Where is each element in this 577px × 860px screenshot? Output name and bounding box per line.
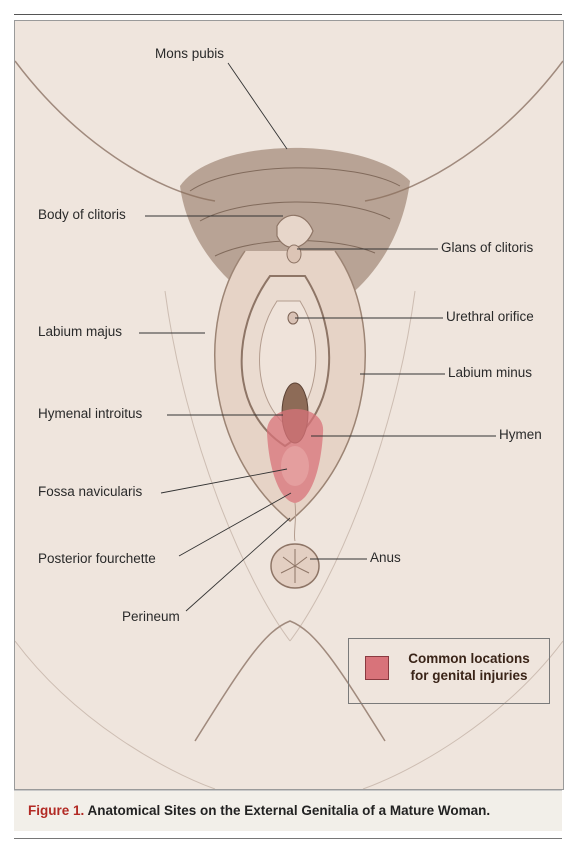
label-glans-of-clitoris: Glans of clitoris bbox=[441, 240, 534, 255]
legend-swatch bbox=[365, 656, 389, 680]
label-hymenal-introitus: Hymenal introitus bbox=[38, 406, 143, 421]
label-fossa-navicularis: Fossa navicularis bbox=[38, 484, 143, 499]
legend: Common locations for genital injuries bbox=[348, 638, 550, 704]
perineal-raphe bbox=[293, 502, 297, 542]
figure-title: Anatomical Sites on the External Genital… bbox=[84, 803, 491, 818]
top-rule bbox=[14, 14, 562, 15]
label-hymen: Hymen bbox=[499, 427, 542, 442]
lower-fold-left bbox=[15, 640, 216, 789]
label-perineum: Perineum bbox=[122, 609, 180, 624]
label-posterior-fourchette: Posterior fourchette bbox=[38, 551, 156, 566]
caption-bar: Figure 1. Anatomical Sites on the Extern… bbox=[14, 790, 562, 831]
bottom-rule bbox=[14, 838, 562, 839]
leader-mons-pubis bbox=[227, 62, 288, 150]
legend-text: Common locations for genital injuries bbox=[399, 650, 539, 684]
label-anus: Anus bbox=[370, 550, 401, 565]
leader-posterior-fourchette bbox=[178, 492, 292, 557]
label-mons-pubis: Mons pubis bbox=[155, 46, 225, 61]
fossa-navicularis bbox=[281, 446, 309, 486]
anus-folds bbox=[280, 549, 310, 583]
clitoral-hood bbox=[276, 214, 314, 248]
anatomical-illustration bbox=[15, 21, 563, 789]
buttock-curve bbox=[194, 620, 386, 742]
thigh-crease-right bbox=[289, 290, 416, 642]
figure-frame: Mons pubis Body of clitoris Glans of cli… bbox=[14, 20, 564, 790]
leader-fossa-navicularis bbox=[160, 468, 288, 494]
label-urethral-orifice: Urethral orifice bbox=[446, 309, 534, 324]
label-labium-majus: Labium majus bbox=[38, 324, 123, 339]
label-labium-minus: Labium minus bbox=[448, 365, 533, 380]
glans-of-clitoris bbox=[286, 244, 302, 264]
legend-line-2: for genital injuries bbox=[410, 668, 528, 683]
figure-caption: Figure 1. Anatomical Sites on the Extern… bbox=[28, 803, 490, 818]
thigh-crease-left bbox=[164, 290, 291, 642]
lower-fold-right bbox=[362, 640, 563, 789]
leader-perineum bbox=[185, 517, 291, 612]
legend-line-1: Common locations bbox=[408, 651, 530, 666]
label-body-of-clitoris: Body of clitoris bbox=[38, 207, 126, 222]
figure-number: Figure 1. bbox=[28, 803, 85, 818]
